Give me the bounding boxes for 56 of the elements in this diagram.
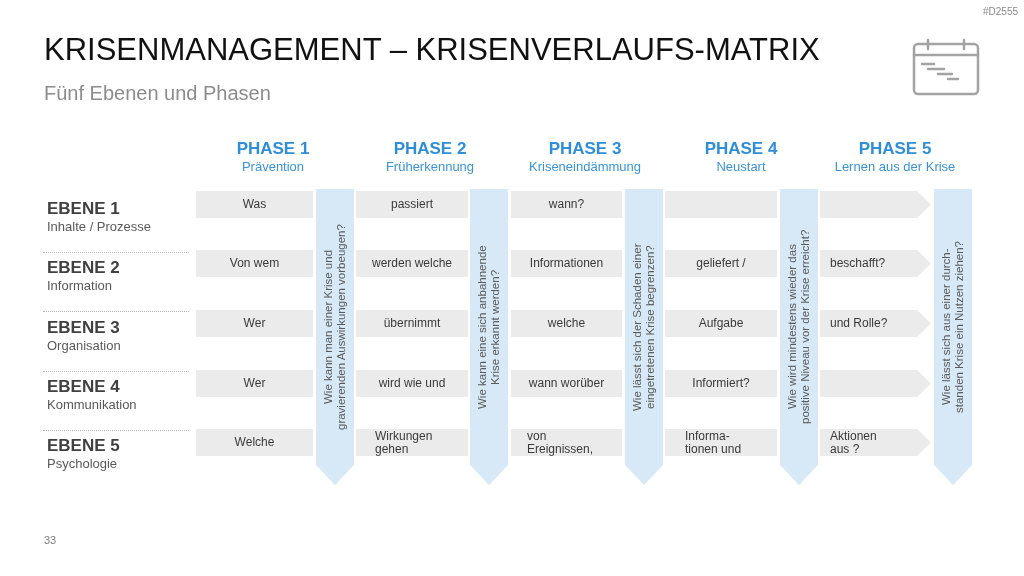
phase-heading: PHASE 4 bbox=[704, 139, 778, 159]
level-heading: EBENE 2 bbox=[47, 258, 120, 278]
cell-text: Informationen bbox=[529, 257, 604, 270]
cell-text: übernimmt bbox=[383, 317, 441, 330]
cell-text: beschafft? bbox=[830, 257, 886, 270]
cell-text: Informiert? bbox=[692, 377, 750, 390]
slide-code: #D2555 bbox=[982, 6, 1018, 18]
level-subheading: Information bbox=[47, 278, 113, 294]
level-subheading: Kommunikation bbox=[47, 397, 137, 413]
question-text: Wie kann man einer Krise und gravierenden Auswirkungen vorbeugen? bbox=[322, 223, 348, 432]
level-subheading: Inhalte / Prozesse bbox=[47, 219, 152, 235]
slide-title: KRISENMANAGEMENT – KRISENVERLAUFS-MATRIX bbox=[44, 31, 820, 69]
cell-text: welche bbox=[547, 317, 586, 330]
phase-heading: PHASE 2 bbox=[393, 139, 467, 159]
level-heading: EBENE 1 bbox=[47, 199, 120, 219]
question-text: Wie kann eine sich anbahnende Krise erkannt werden? bbox=[476, 244, 502, 411]
phase-subheading: Neustart bbox=[716, 159, 766, 175]
down-arrow-band bbox=[780, 189, 818, 485]
level-subheading: Psychologie bbox=[47, 456, 118, 472]
level-heading: EBENE 4 bbox=[47, 377, 120, 397]
down-arrow-band bbox=[470, 189, 508, 485]
cell-text: passiert bbox=[391, 198, 433, 211]
question-text: Wie lässt sich aus einer durch- standen Krise ein Nutzen ziehen? bbox=[940, 240, 966, 415]
phase-heading: PHASE 3 bbox=[548, 139, 622, 159]
phase-subheading: Prävention bbox=[241, 159, 305, 175]
level-subheading: Organisation bbox=[47, 338, 121, 354]
subtitle: Fünf Ebenen und Phasen bbox=[44, 81, 271, 106]
down-arrow-band bbox=[625, 189, 663, 485]
cell-text: wann worüber bbox=[528, 377, 605, 390]
phase-heading: PHASE 5 bbox=[858, 139, 932, 159]
cell-text: von Ereignissen, bbox=[527, 430, 595, 455]
level-heading: EBENE 5 bbox=[47, 436, 120, 456]
phase-heading: PHASE 1 bbox=[236, 139, 310, 159]
question-text: Wie wird mindestens wieder das positive Niveau vor der Krise erreicht? bbox=[786, 228, 812, 427]
cell-text: Wer bbox=[243, 377, 266, 390]
level-heading: EBENE 3 bbox=[47, 318, 120, 338]
phase-subheading: Lernen aus der Krise bbox=[834, 159, 956, 175]
page-number: 33 bbox=[44, 533, 57, 547]
cell-text: Was bbox=[242, 198, 267, 211]
down-arrow-band bbox=[316, 189, 354, 485]
cell-text: Wer bbox=[243, 317, 266, 330]
cell-text: wann? bbox=[548, 198, 585, 211]
cell-text: Wirkungen gehen bbox=[375, 430, 434, 455]
cell-text: Aktionen aus ? bbox=[830, 430, 878, 455]
question-text: Wie lässt sich der Schaden einer eingetretenen Krise begrenzen? bbox=[631, 242, 657, 413]
phase-subheading: Kriseneindämmung bbox=[529, 159, 641, 175]
cell-text: wird wie und bbox=[378, 377, 446, 390]
cell-text: Informa- tionen und bbox=[685, 430, 743, 455]
cell-text: und Rolle? bbox=[830, 317, 888, 330]
cell-text: Aufgabe bbox=[698, 317, 744, 330]
phase-subheading: Früherkennung bbox=[385, 159, 475, 175]
cell-text: werden welche bbox=[371, 257, 452, 270]
cell-text: Welche bbox=[234, 436, 275, 449]
cell-text: geliefert / bbox=[696, 257, 746, 270]
cell-text: Von wem bbox=[229, 257, 280, 270]
down-arrow-band bbox=[934, 189, 972, 485]
